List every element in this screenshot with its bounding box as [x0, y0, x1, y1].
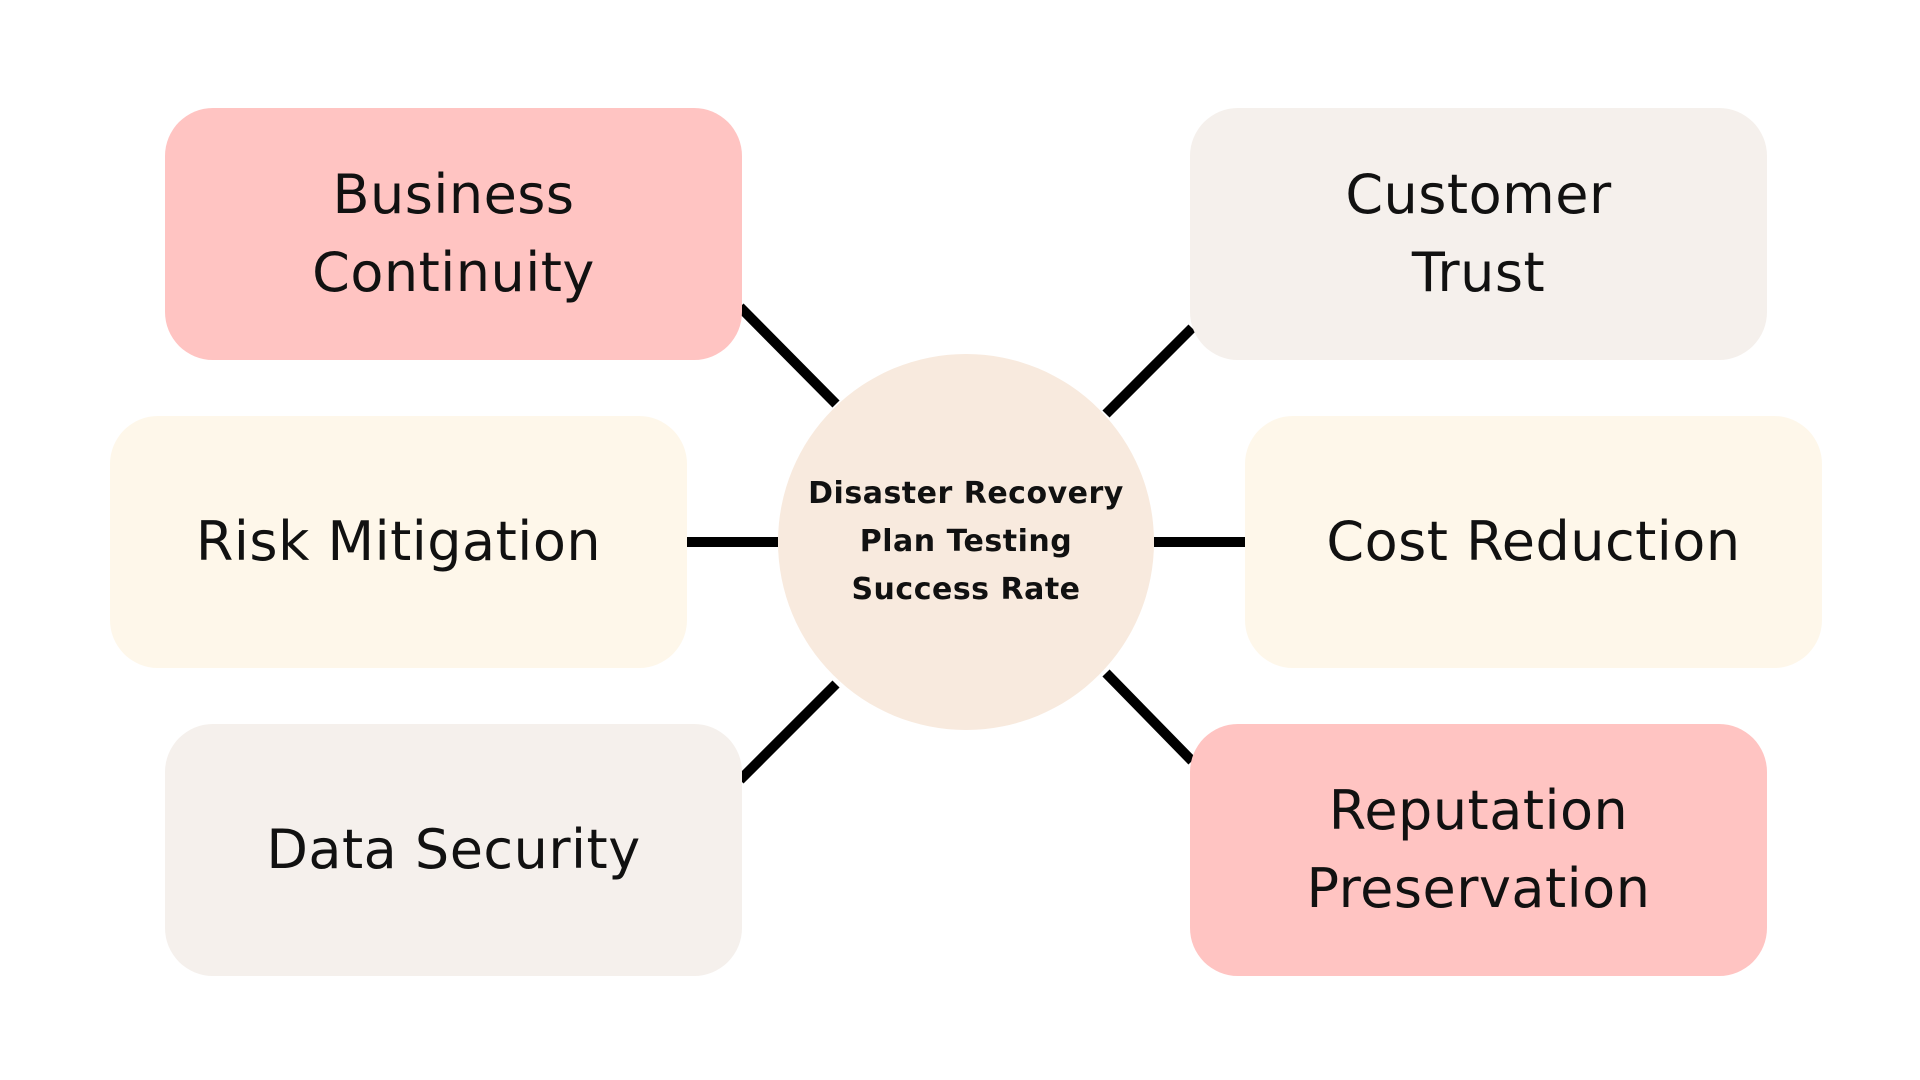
node-label-reputation-preservation: Reputation Preservation: [1306, 779, 1651, 920]
connector-data-security: [736, 680, 840, 784]
connector-customer-trust: [1102, 324, 1196, 418]
connector-business-continuity: [736, 303, 840, 408]
connector-reputation-preservation: [1102, 669, 1196, 765]
node-cost-reduction: Cost Reduction: [1245, 416, 1822, 668]
node-risk-mitigation: Risk Mitigation: [110, 416, 687, 668]
node-reputation-preservation: Reputation Preservation: [1190, 724, 1767, 976]
node-customer-trust: Customer Trust: [1190, 108, 1767, 360]
node-label-data-security: Data Security: [266, 818, 641, 881]
node-label-cost-reduction: Cost Reduction: [1326, 510, 1741, 573]
node-label-customer-trust: Customer Trust: [1345, 163, 1612, 304]
node-label-business-continuity: Business Continuity: [312, 163, 595, 304]
node-data-security: Data Security: [165, 724, 742, 976]
center-topic-circle: Disaster Recovery Plan Testing Success R…: [778, 354, 1154, 730]
center-topic-label: Disaster Recovery Plan Testing Success R…: [808, 476, 1124, 607]
node-business-continuity: Business Continuity: [165, 108, 742, 360]
node-label-risk-mitigation: Risk Mitigation: [195, 510, 602, 573]
